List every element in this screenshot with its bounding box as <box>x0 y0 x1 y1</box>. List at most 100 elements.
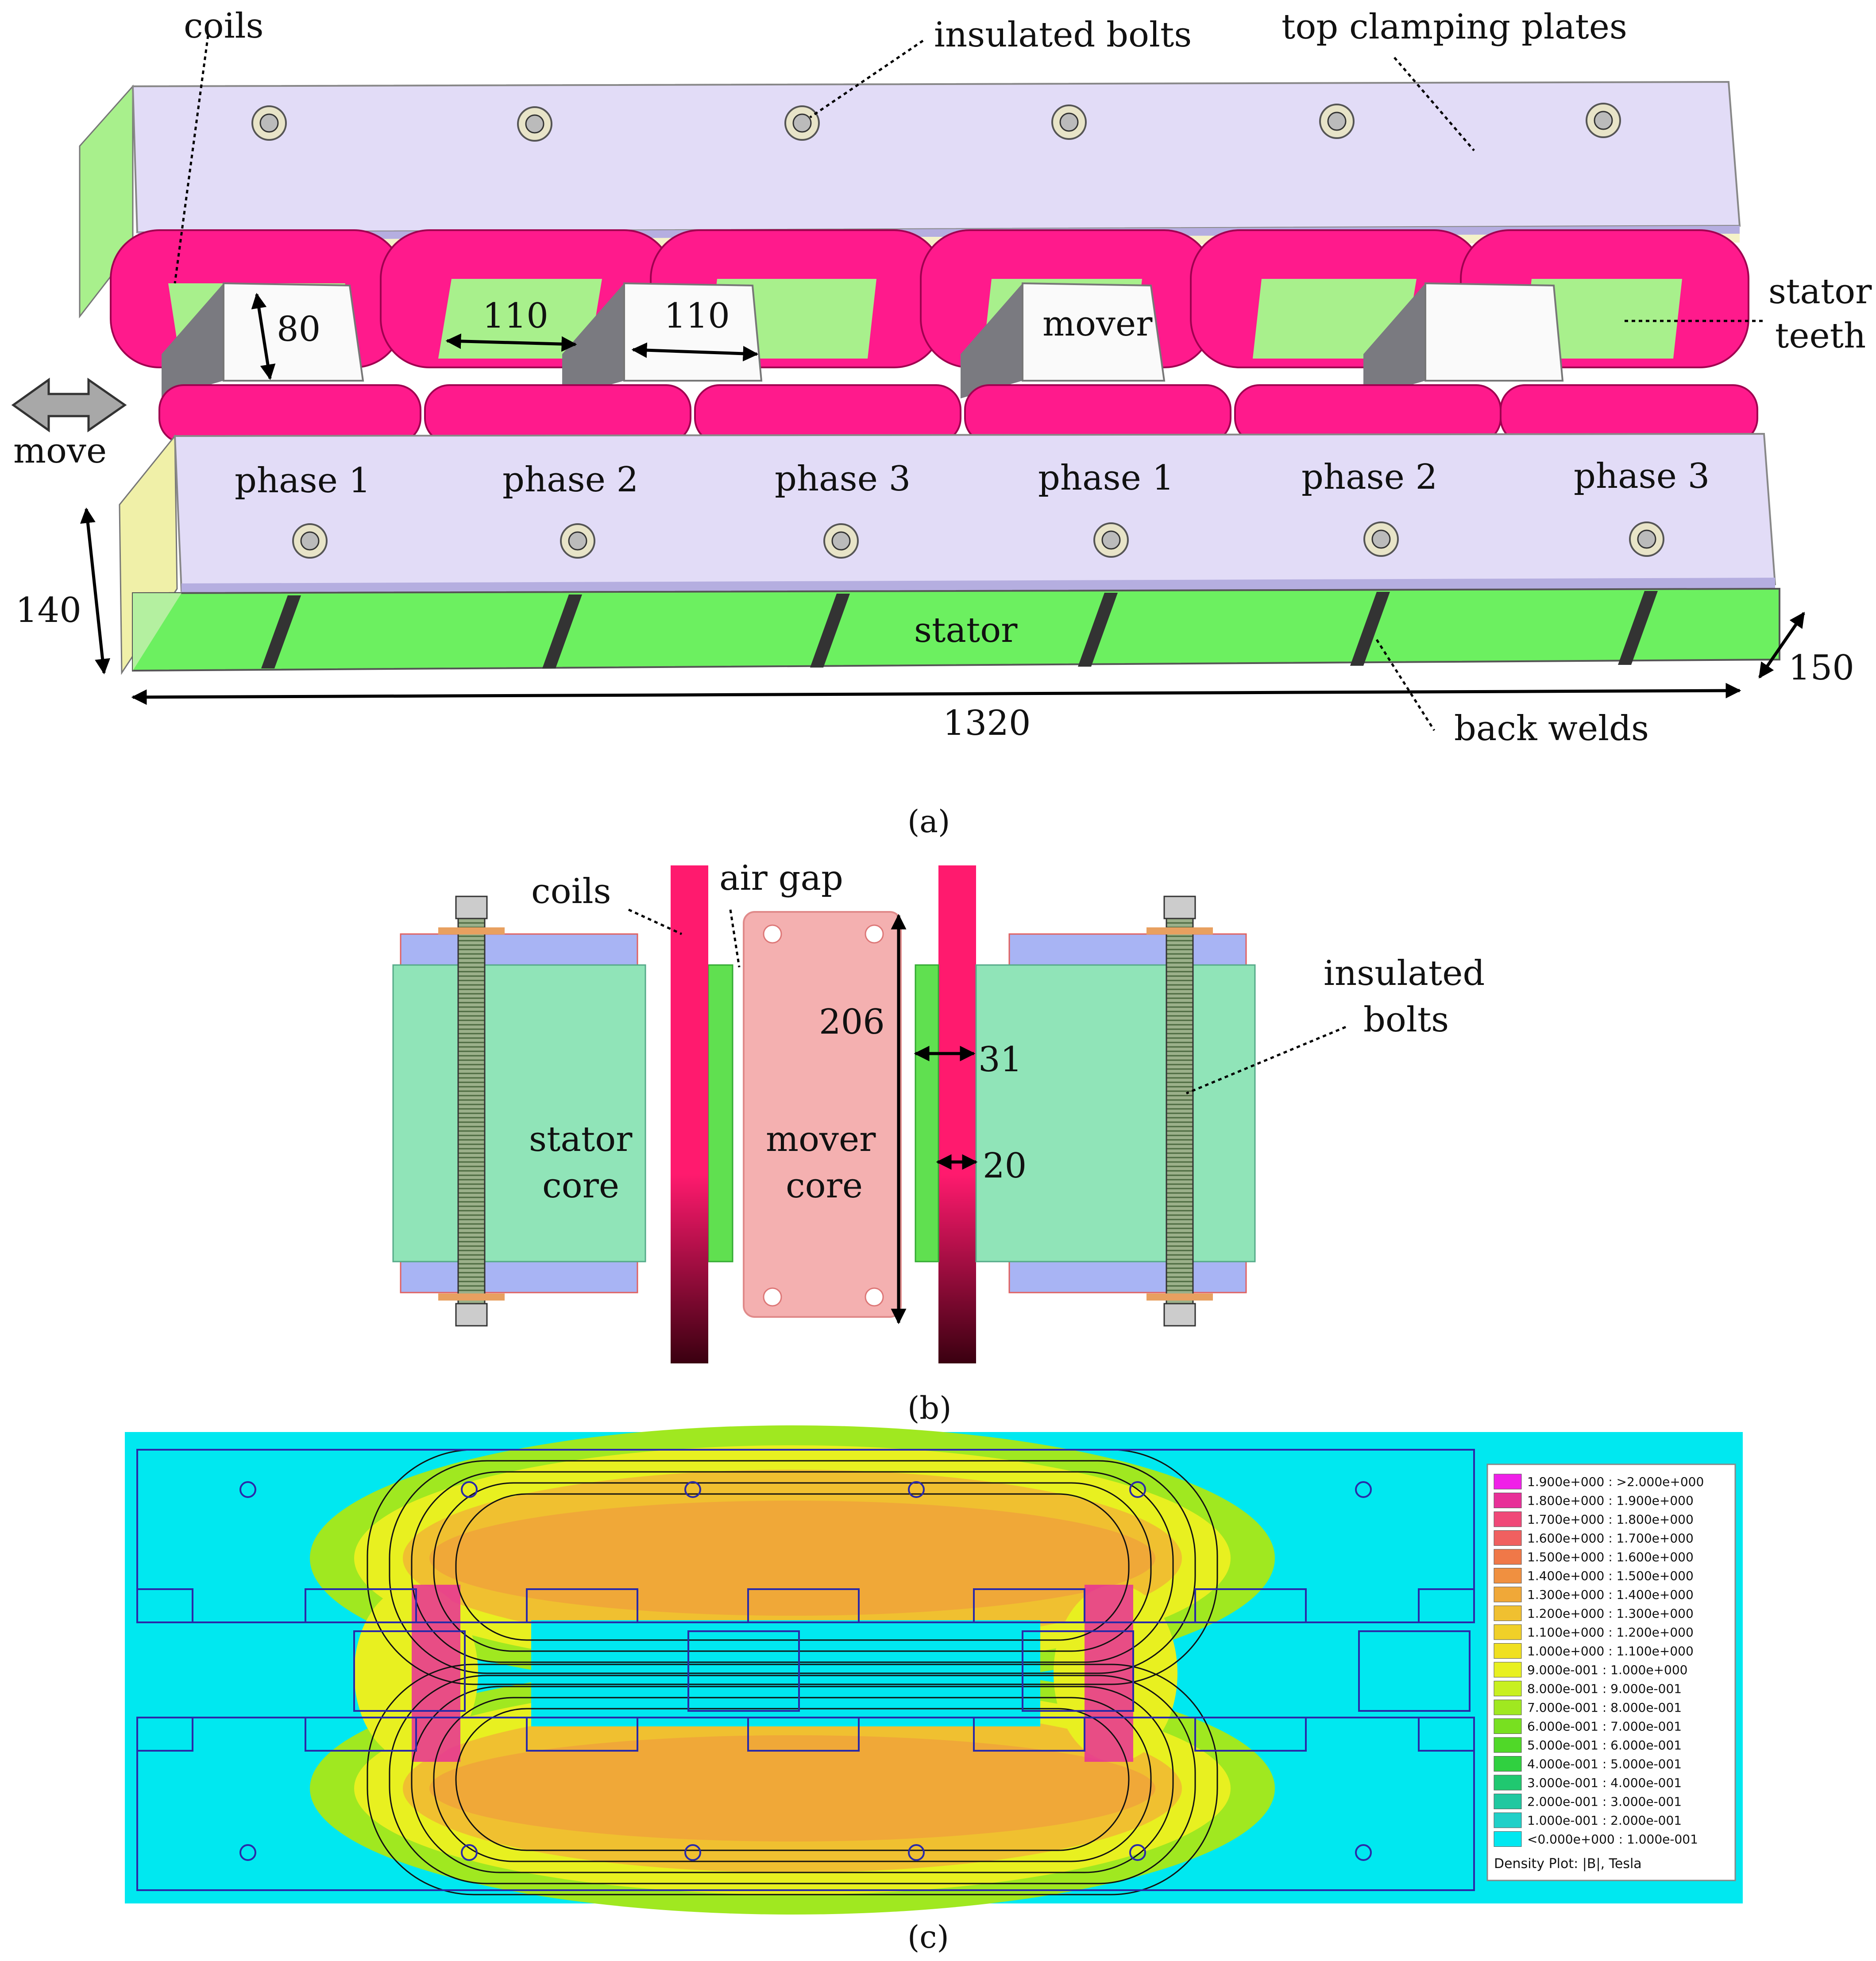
dim-206: 206 <box>819 1002 885 1042</box>
legend: 1.900e+000 : >2.000e+000 1.800e+000 : 1.9… <box>1486 1463 1736 1881</box>
dim-20: 20 <box>983 1146 1027 1186</box>
legend-swatch <box>1494 1699 1522 1715</box>
stator-core-label-2: core <box>542 1166 619 1206</box>
stator-core-label-1: stator <box>529 1119 633 1159</box>
legend-swatch <box>1494 1474 1522 1490</box>
legend-swatch <box>1494 1549 1522 1565</box>
right-plate-bottom <box>1008 1261 1247 1293</box>
bottom-coils <box>158 384 1758 444</box>
legend-label: 1.300e+000 : 1.400e+000 <box>1527 1587 1694 1602</box>
dim-110a: 110 <box>483 296 548 336</box>
caption-a: (a) <box>907 803 950 840</box>
bolt-icon <box>1586 103 1621 138</box>
right-coil <box>938 865 976 1363</box>
legend-label: 3.000e-001 : 4.000e-001 <box>1527 1776 1682 1790</box>
right-stator-core <box>975 964 1256 1262</box>
phase-label: phase 3 <box>1574 456 1710 496</box>
dim-110b: 110 <box>664 296 730 336</box>
legend-swatch <box>1494 1624 1522 1640</box>
bolt-icon <box>251 105 287 141</box>
mover-core-label-2: core <box>786 1166 863 1206</box>
legend-swatch <box>1494 1831 1522 1847</box>
mover-label: mover <box>1042 304 1153 344</box>
legend-swatch <box>1494 1794 1522 1809</box>
top-plates-label: top clamping plates <box>1282 7 1627 47</box>
legend-label: 1.200e+000 : 1.300e+000 <box>1527 1606 1694 1621</box>
move-arrow-icon <box>11 378 127 432</box>
legend-swatch <box>1494 1530 1522 1546</box>
dim-150: 150 <box>1788 648 1854 688</box>
left-tooth <box>707 964 733 1262</box>
bolt-icon <box>1051 104 1087 140</box>
bolt-icon <box>517 106 552 142</box>
bolt-icon <box>1319 104 1355 139</box>
left-stator-core <box>392 964 646 1262</box>
legend-label: 1.700e+000 : 1.800e+000 <box>1527 1512 1694 1527</box>
right-plate-top <box>1008 933 1247 966</box>
mover-core <box>743 911 902 1318</box>
back-welds-label: back welds <box>1454 709 1649 749</box>
legend-swatch <box>1494 1775 1522 1791</box>
fem-geometry <box>136 1449 1475 1891</box>
phase-label: phase 1 <box>235 461 371 501</box>
insulated-label-2: bolts <box>1363 1000 1449 1040</box>
left-plate-bottom <box>400 1261 638 1293</box>
legend-label: <0.000e+000 : 1.000e-001 <box>1527 1832 1698 1847</box>
bolt-icon <box>1093 522 1129 558</box>
panel-c: 1.900e+000 : >2.000e+000 1.800e+000 : 1.9… <box>125 1425 1743 1955</box>
dim-140: 140 <box>15 591 81 630</box>
top-bolts <box>251 103 1621 142</box>
legend-title: Density Plot: |B|, Tesla <box>1494 1856 1642 1872</box>
air-gap-label: air gap <box>719 858 843 898</box>
legend-label: 1.000e-001 : 2.000e-001 <box>1527 1813 1682 1828</box>
legend-label: 1.900e+000 : >2.000e+000 <box>1527 1475 1704 1489</box>
legend-swatch <box>1494 1643 1522 1659</box>
stator-label: stator <box>914 610 1018 650</box>
left-bolt <box>457 904 486 1327</box>
leader-lines <box>174 35 1766 731</box>
bolt-icon <box>1629 521 1664 557</box>
bolt-icon <box>560 523 595 559</box>
insulated-label-1: insulated <box>1324 953 1485 993</box>
legend-swatch <box>1494 1493 1522 1508</box>
panel-a: phase 1 phase 2 phase 3 phase 1 phase 2 … <box>11 6 1872 840</box>
left-coil <box>671 865 708 1363</box>
legend-label: 1.100e+000 : 1.200e+000 <box>1527 1625 1694 1640</box>
legend-swatch <box>1494 1812 1522 1828</box>
stator-teeth-label-1: stator <box>1768 272 1872 312</box>
dim-1320: 1320 <box>943 703 1031 743</box>
bolt-icon <box>784 105 820 141</box>
coils-label-b: coils <box>531 872 611 911</box>
legend-label: 5.000e-001 : 6.000e-001 <box>1527 1738 1682 1753</box>
back-welds <box>261 591 1658 668</box>
legend-swatch <box>1494 1737 1522 1753</box>
phase-label: phase 2 <box>1301 457 1437 497</box>
legend-label: 1.500e+000 : 1.600e+000 <box>1527 1550 1694 1564</box>
phase-label: phase 3 <box>775 459 911 499</box>
bottom-bolts <box>292 521 1664 559</box>
phase-label: phase 2 <box>502 460 638 500</box>
caption-b: (b) <box>907 1390 951 1426</box>
legend-swatch <box>1494 1568 1522 1583</box>
bolt-icon <box>292 523 328 559</box>
left-plate-top <box>400 933 638 966</box>
legend-label: 4.000e-001 : 5.000e-001 <box>1527 1757 1682 1772</box>
legend-label: 1.600e+000 : 1.700e+000 <box>1527 1531 1694 1546</box>
dimension-arrows <box>80 293 1805 705</box>
caption-c: (c) <box>907 1919 949 1955</box>
legend-label: 8.000e-001 : 9.000e-001 <box>1527 1682 1682 1696</box>
coils-label: coils <box>184 6 264 46</box>
top-clamping-plate <box>131 81 1741 234</box>
legend-label: 1.000e+000 : 1.100e+000 <box>1527 1644 1694 1659</box>
move-label: move <box>13 431 107 471</box>
stator-teeth-label-2: teeth <box>1775 316 1866 356</box>
legend-label: 2.000e-001 : 3.000e-001 <box>1527 1795 1682 1809</box>
dim-80: 80 <box>277 309 320 349</box>
mover-core-label-1: mover <box>766 1119 876 1159</box>
legend-label: 1.400e+000 : 1.500e+000 <box>1527 1569 1694 1583</box>
bolt-icon <box>1363 521 1399 557</box>
phase-label: phase 1 <box>1038 458 1174 498</box>
legend-label: 1.800e+000 : 1.900e+000 <box>1527 1494 1694 1508</box>
legend-label: 7.000e-001 : 8.000e-001 <box>1527 1700 1682 1715</box>
